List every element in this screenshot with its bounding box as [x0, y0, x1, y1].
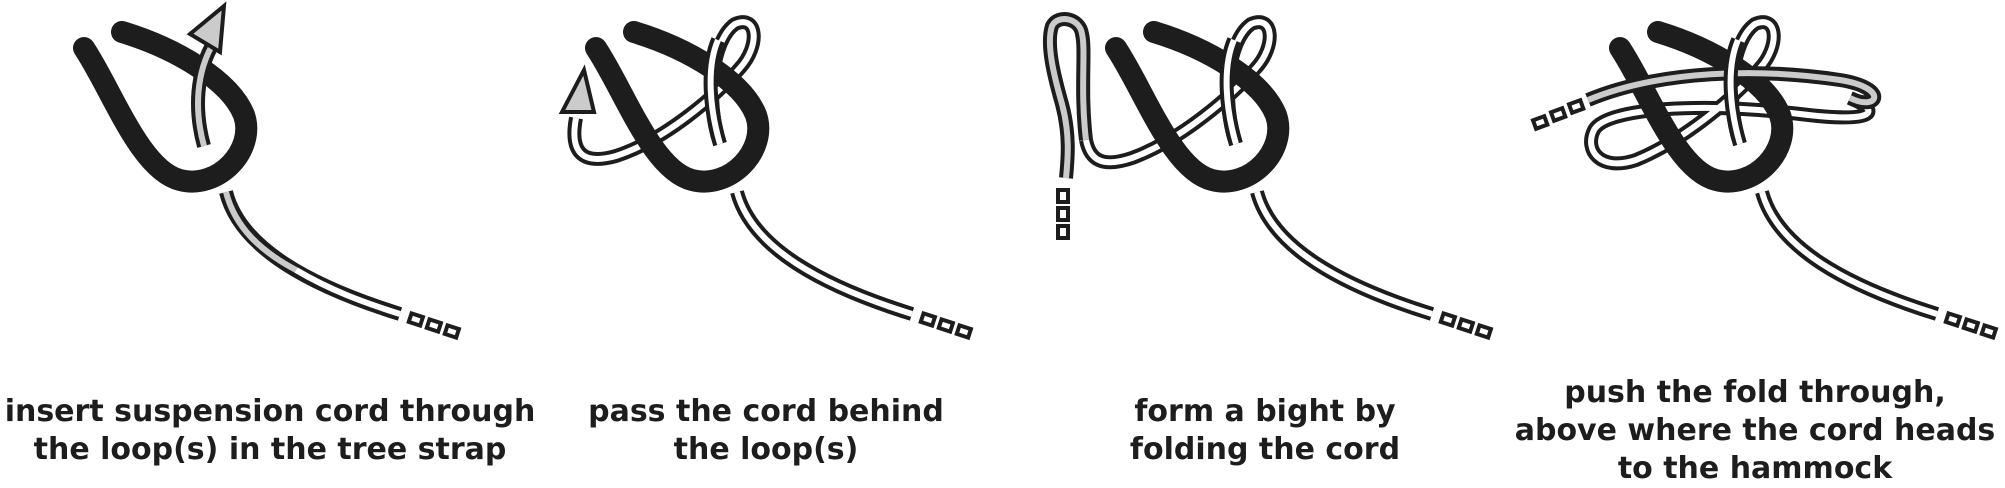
step-1-cord-tail: [219, 190, 462, 341]
step-2-illustration: [558, 15, 974, 341]
step-3-cord-bight: [1042, 12, 1093, 240]
step-2-cord-tail: [730, 189, 974, 341]
step-4-caption-line-3: to the hammock: [1617, 451, 1893, 486]
step-4-caption-line-2: above where the cord heads: [1514, 413, 1996, 448]
step-3-caption: form a bight by folding the cord: [1100, 393, 1430, 469]
step-1-cord-working-end: [186, 1, 227, 148]
step-4-cord-front: [1723, 37, 1747, 146]
step-2-arrow-icon: [558, 64, 597, 114]
step-1-illustration: [73, 1, 462, 341]
step-4-cord-bight: [1530, 66, 1882, 132]
step-1-caption: insert suspension cord through the loop(…: [0, 393, 540, 469]
step-4-cord-behind: [1584, 15, 1876, 171]
step-1-arrow-icon: [186, 1, 227, 56]
step-4-cord-tail: [1755, 189, 1999, 341]
step-4-caption-line-1: push the fold through,: [1564, 375, 1946, 410]
step-1-caption-line-1: insert suspension cord through: [4, 394, 536, 429]
step-3-caption-line-2: folding the cord: [1129, 432, 1401, 467]
step-1-caption-line-2: the loop(s) in the tree strap: [33, 432, 507, 467]
step-2-caption-line-1: pass the cord behind: [588, 394, 944, 429]
step-2-caption: pass the cord behind the loop(s): [566, 393, 966, 469]
step-1-tree-strap: [73, 21, 258, 193]
step-3-illustration: [1042, 12, 1494, 341]
step-3-cord-tail: [1250, 189, 1494, 341]
step-4-illustration: [1530, 15, 1999, 341]
step-3-cord-front: [1219, 37, 1243, 146]
step-4-caption: push the fold through, above where the c…: [1506, 374, 2004, 488]
step-3-caption-line-1: form a bight by: [1134, 394, 1396, 429]
step-2-cord-front: [703, 37, 727, 146]
step-2-caption-line-2: the loop(s): [673, 432, 859, 467]
